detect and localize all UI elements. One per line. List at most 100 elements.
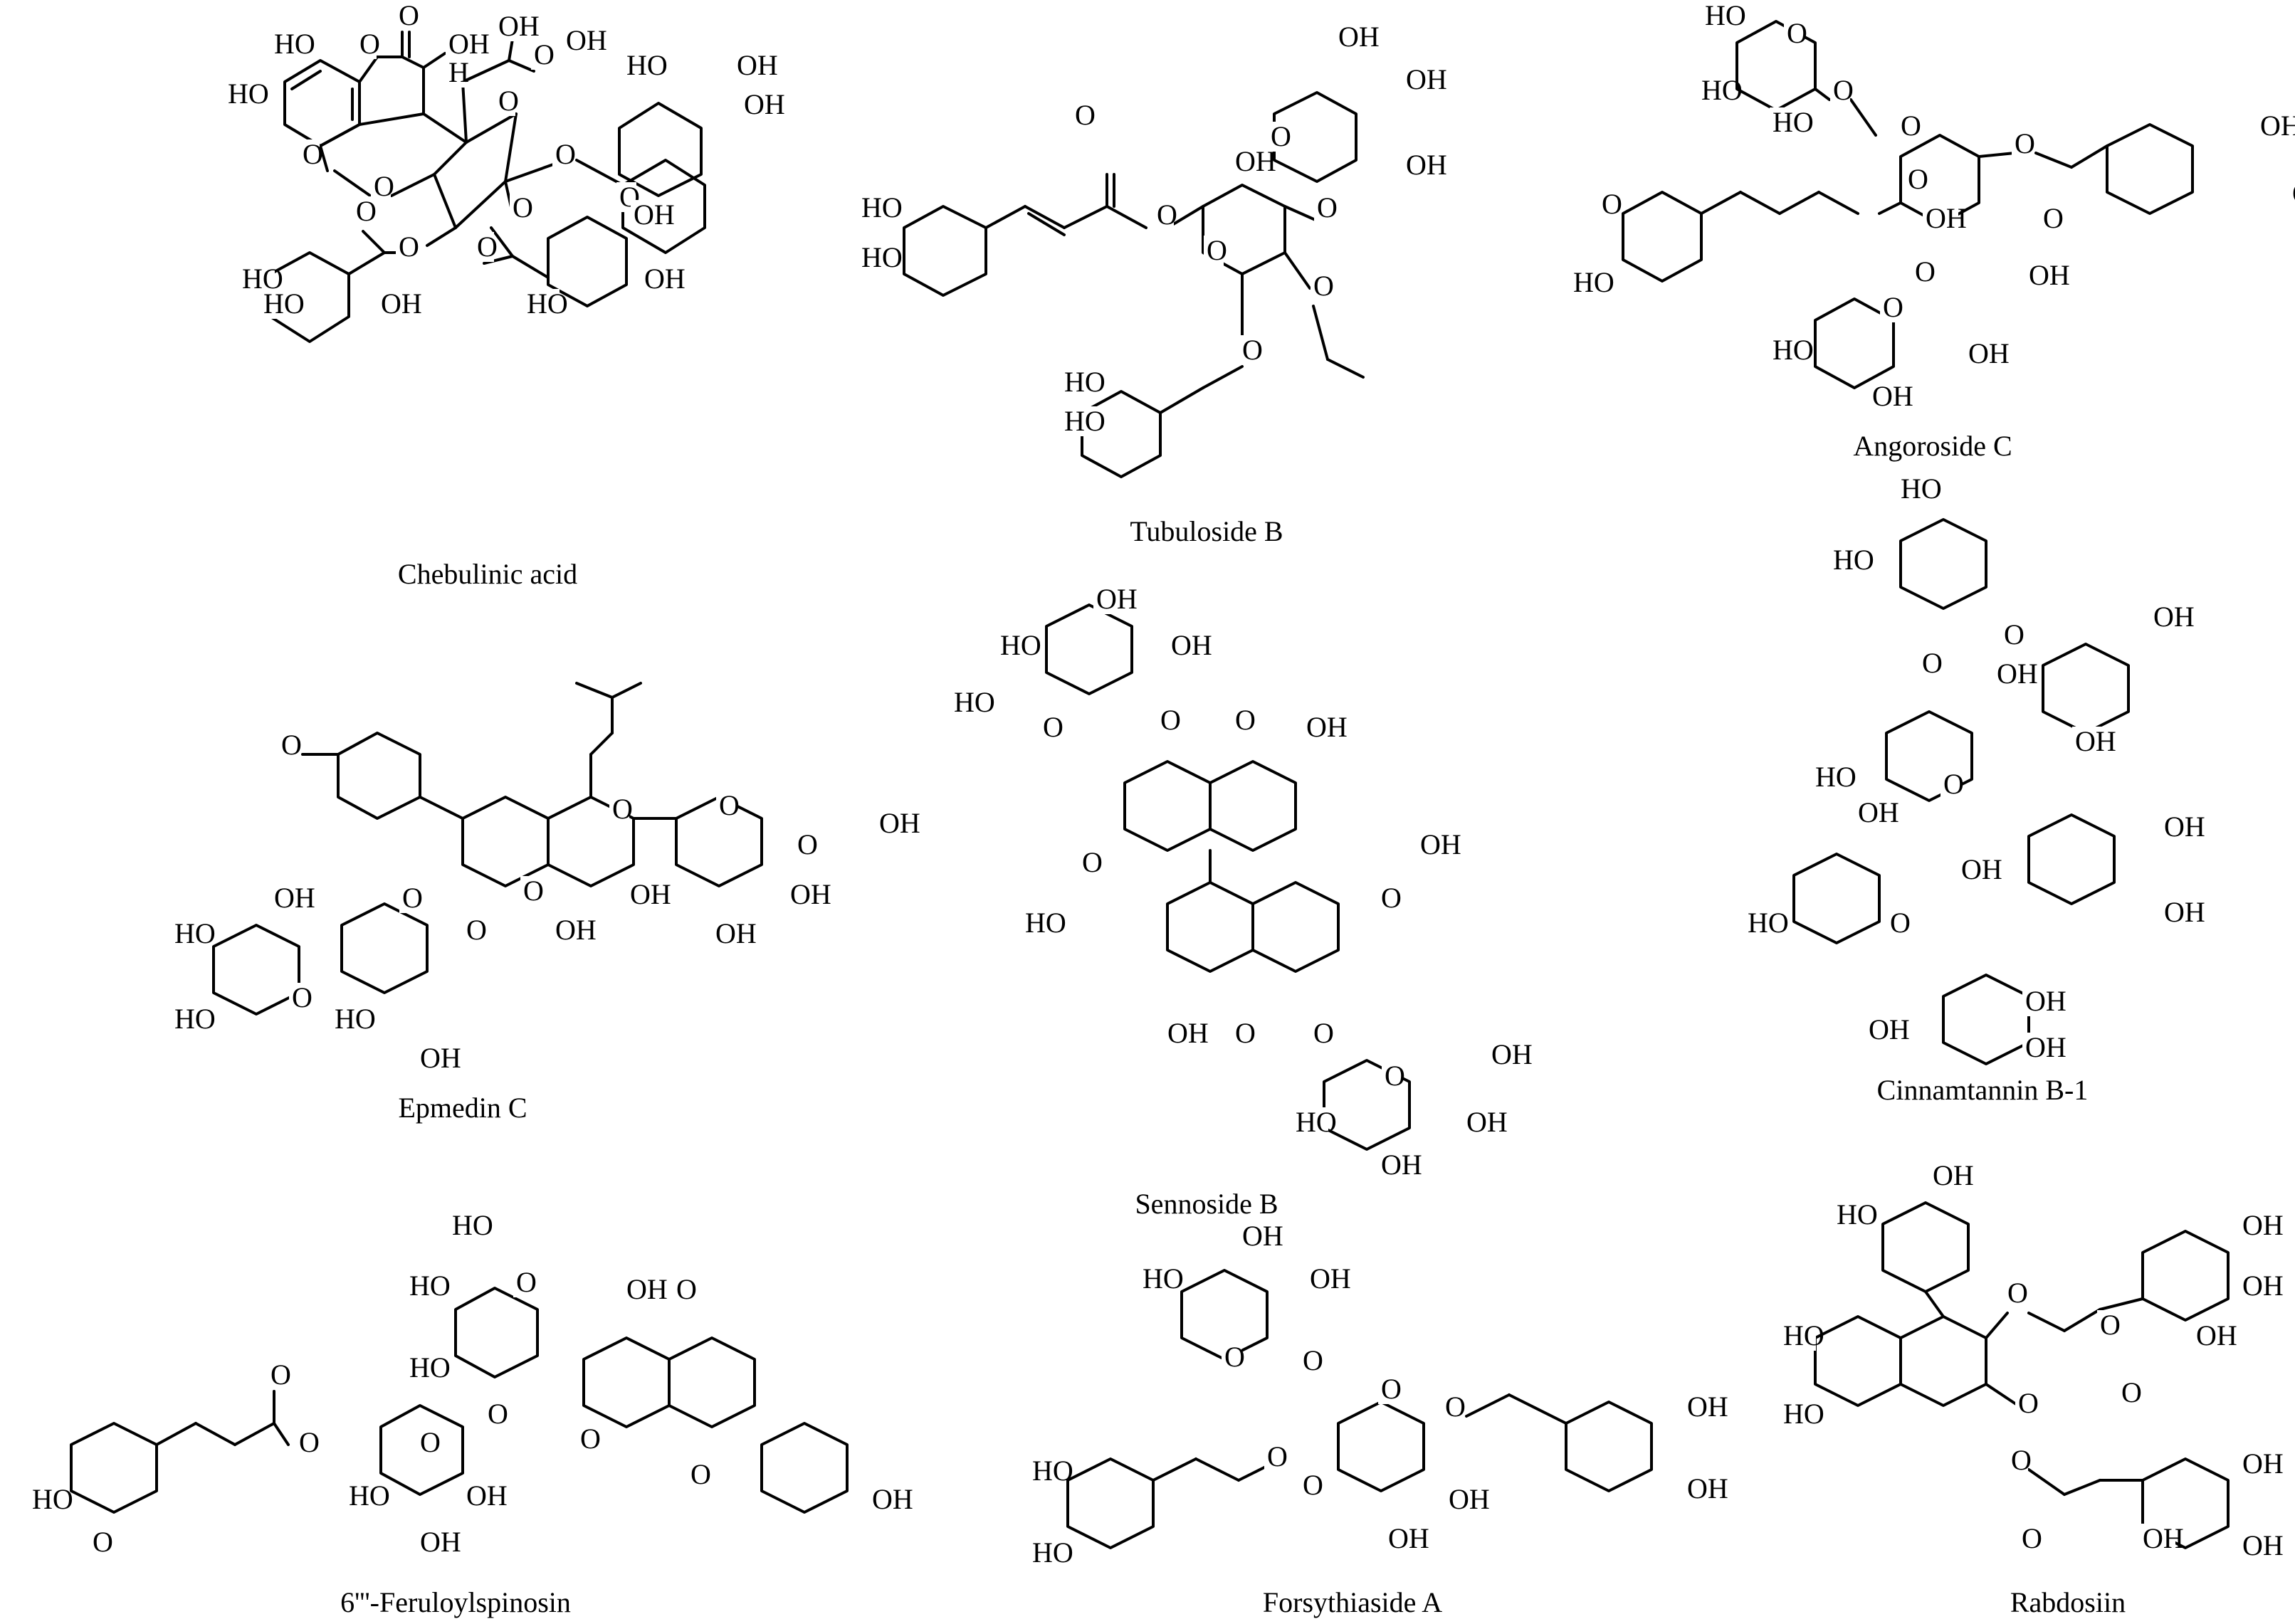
atom-label: O (1160, 704, 1181, 736)
atom-label-bg (1204, 236, 1224, 265)
atom-label-bg (2239, 1271, 2275, 1301)
atom-label-bg (1780, 1321, 1816, 1351)
atom-label-bg (997, 631, 1033, 660)
atom-label-bg (1382, 1061, 1402, 1091)
atom-label: OH (2143, 1522, 2184, 1554)
atom-label: OH (1961, 853, 2002, 885)
atom-label-bg (520, 876, 540, 906)
atom-label: O (1303, 1469, 1323, 1501)
atom-label: O (516, 1266, 537, 1298)
atom-label-bg (1239, 335, 1259, 365)
atom-label-bg (1385, 1524, 1421, 1554)
caption-epmedin-c: Epmedin C (398, 1092, 527, 1124)
atom-label-bg (1930, 1161, 1965, 1191)
atom-label: OH (644, 263, 686, 295)
atom-label-bg (449, 1211, 485, 1240)
atom-label-bg (1684, 1392, 1720, 1422)
atom-label-bg (1887, 908, 1907, 938)
atom-label: OH (498, 10, 540, 42)
atom-label-bg (734, 51, 770, 80)
atom-label: OH (1466, 1106, 1508, 1138)
atom-label: O (1445, 1391, 1466, 1423)
atom-label-bg (1912, 257, 1932, 287)
atom-label-bg (1965, 339, 2001, 369)
atom-label: OH (1872, 380, 1913, 412)
atom-label-bg (713, 919, 748, 949)
atom-label-bg (2040, 204, 2060, 233)
atom-label: OH (1449, 1483, 1490, 1515)
atom-label-bg (1442, 1392, 1462, 1422)
atom-label-bg (1022, 908, 1058, 938)
chebulinic-acid-bonds (269, 31, 706, 343)
atom-label-bg (741, 90, 777, 120)
atom-label-bg (1905, 164, 1925, 194)
atom-label-bg (406, 1271, 442, 1301)
atom-label-bg (357, 29, 377, 59)
atom-label: O (399, 0, 419, 31)
atom-label: O (797, 828, 818, 860)
atom-label: OH (715, 917, 757, 949)
atom-label-bg (1403, 65, 1439, 95)
atom-label: O (580, 1423, 601, 1455)
atom-label-bg (2161, 812, 2197, 842)
atom-label: HO (1705, 0, 1746, 31)
atom-label-bg (2022, 986, 2058, 1016)
atom-label: O (513, 191, 533, 223)
atom-label-bg (2026, 260, 2062, 290)
atom-label: O (1235, 1017, 1256, 1049)
atom-label-bg (1919, 648, 1939, 678)
atom-label: O (488, 1398, 508, 1430)
atom-label: O (466, 914, 487, 946)
atom-label-bg (1940, 769, 1960, 799)
atom-label-bg (552, 139, 572, 169)
atom-label: HO (452, 1209, 493, 1241)
atom-label-bg (474, 232, 494, 262)
atom-label: OH (1167, 1017, 1209, 1049)
atom-label: OH (634, 199, 675, 231)
atom-label: O (1602, 188, 1622, 220)
atom-label-bg (1311, 1018, 1330, 1048)
atom-label-bg (378, 289, 414, 319)
atom-label: O (303, 138, 323, 170)
atom-label: HO (1143, 1262, 1184, 1295)
atom-label: OH (274, 882, 315, 914)
atom-label-bg (446, 58, 466, 88)
atom-label-bg (1239, 1221, 1275, 1251)
atom-label-bg (1780, 1399, 1816, 1429)
atom-label: OH (2025, 1031, 2066, 1063)
atom-label-bg (2005, 1278, 2024, 1308)
atom-label-bg (2072, 727, 2108, 756)
atom-label-bg (2140, 1524, 2175, 1554)
atom-label-bg (1311, 271, 1330, 301)
atom-label: HO (954, 686, 995, 718)
atom-label: HO (1773, 106, 1814, 138)
atom-label: HO (1032, 1455, 1073, 1487)
atom-label-bg (2161, 897, 2197, 927)
atom-label: OH (1242, 1220, 1283, 1252)
atom-label: OH (1933, 1159, 1974, 1191)
atom-label: HO (1748, 907, 1789, 939)
angoroside-c-atoms: HOOHOOHOOHOOOOOOOHOHHOOOHOOHOH (1570, 0, 2295, 412)
atom-label-bg (1029, 1538, 1065, 1568)
atom-label-bg (1040, 712, 1060, 742)
atom-label-bg (2118, 1378, 2138, 1408)
atom-label-bg (1232, 705, 1252, 735)
atom-label: HO (174, 917, 216, 949)
atom-label: O (1908, 163, 1928, 195)
atom-label: O (1235, 704, 1256, 736)
atom-label: O (1313, 1017, 1334, 1049)
atom-label: OH (420, 1042, 461, 1074)
atom-label-bg (1264, 1442, 1284, 1472)
atom-label: O (719, 789, 740, 821)
atom-label-bg (300, 139, 320, 169)
atom-label-bg (1770, 335, 1805, 365)
atom-label: O (1157, 199, 1177, 231)
atom-label-bg (446, 29, 481, 59)
caption-tubuloside-b: Tubuloside B (1130, 515, 1283, 547)
atom-label: HO (1783, 1319, 1824, 1351)
